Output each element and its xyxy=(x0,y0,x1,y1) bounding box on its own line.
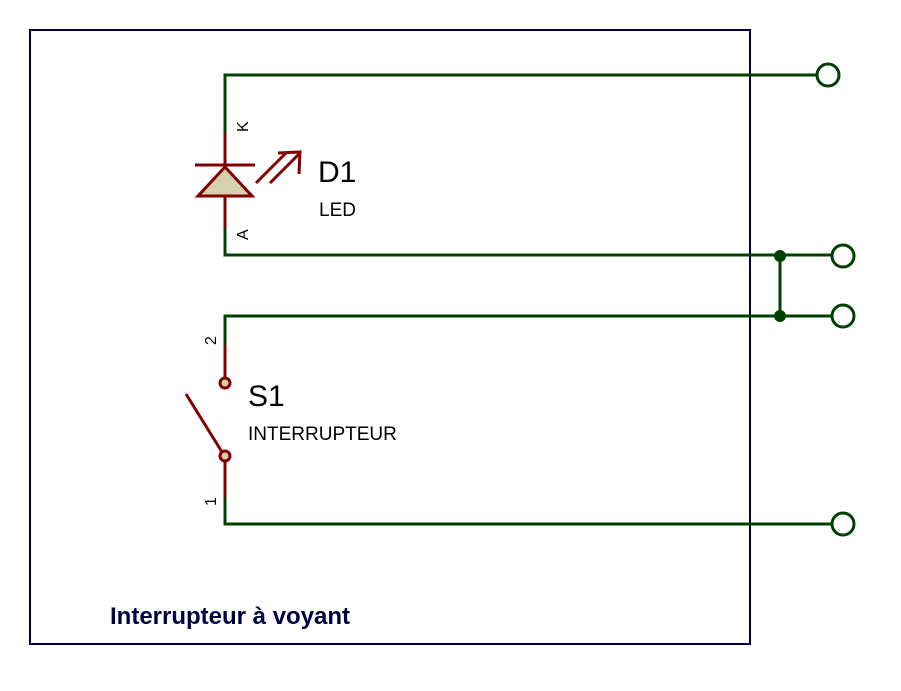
led-value-label: LED xyxy=(319,200,356,221)
terminal-4[interactable] xyxy=(830,511,856,537)
light-emission-arrows-icon xyxy=(254,150,302,185)
switch-pin1-label: 1 xyxy=(203,497,220,506)
wire-switch-pin1 xyxy=(223,495,833,526)
led-pin-a-label: A xyxy=(235,229,252,240)
wires xyxy=(223,73,833,526)
led-ref-label: D1 xyxy=(318,156,356,189)
terminal-1[interactable] xyxy=(815,62,841,88)
wire-led-cathode xyxy=(223,73,817,135)
terminal-2[interactable] xyxy=(830,243,856,269)
switch-lever xyxy=(184,393,224,453)
junction-dot xyxy=(774,250,786,262)
diagram-title: Interrupteur à voyant xyxy=(110,603,350,630)
switch-value-label: INTERRUPTEUR xyxy=(248,424,397,445)
junction-dot xyxy=(774,310,786,322)
terminals xyxy=(815,62,856,537)
led-pin-k-label: K xyxy=(235,121,252,132)
switch-s1[interactable]: 2 1 S1 INTERRUPTEUR xyxy=(184,336,397,506)
wire-led-anode xyxy=(223,218,833,257)
led-d1[interactable]: K A D1 LED xyxy=(194,121,356,240)
wire-switch-pin2 xyxy=(223,314,833,347)
switch-contact-top xyxy=(218,376,232,390)
switch-contact-bottom xyxy=(218,449,232,463)
switch-pin2-label: 2 xyxy=(203,336,220,345)
terminal-3[interactable] xyxy=(830,303,856,329)
schematic-frame xyxy=(29,29,751,645)
switch-ref-label: S1 xyxy=(248,380,285,413)
led-triangle xyxy=(194,164,256,198)
